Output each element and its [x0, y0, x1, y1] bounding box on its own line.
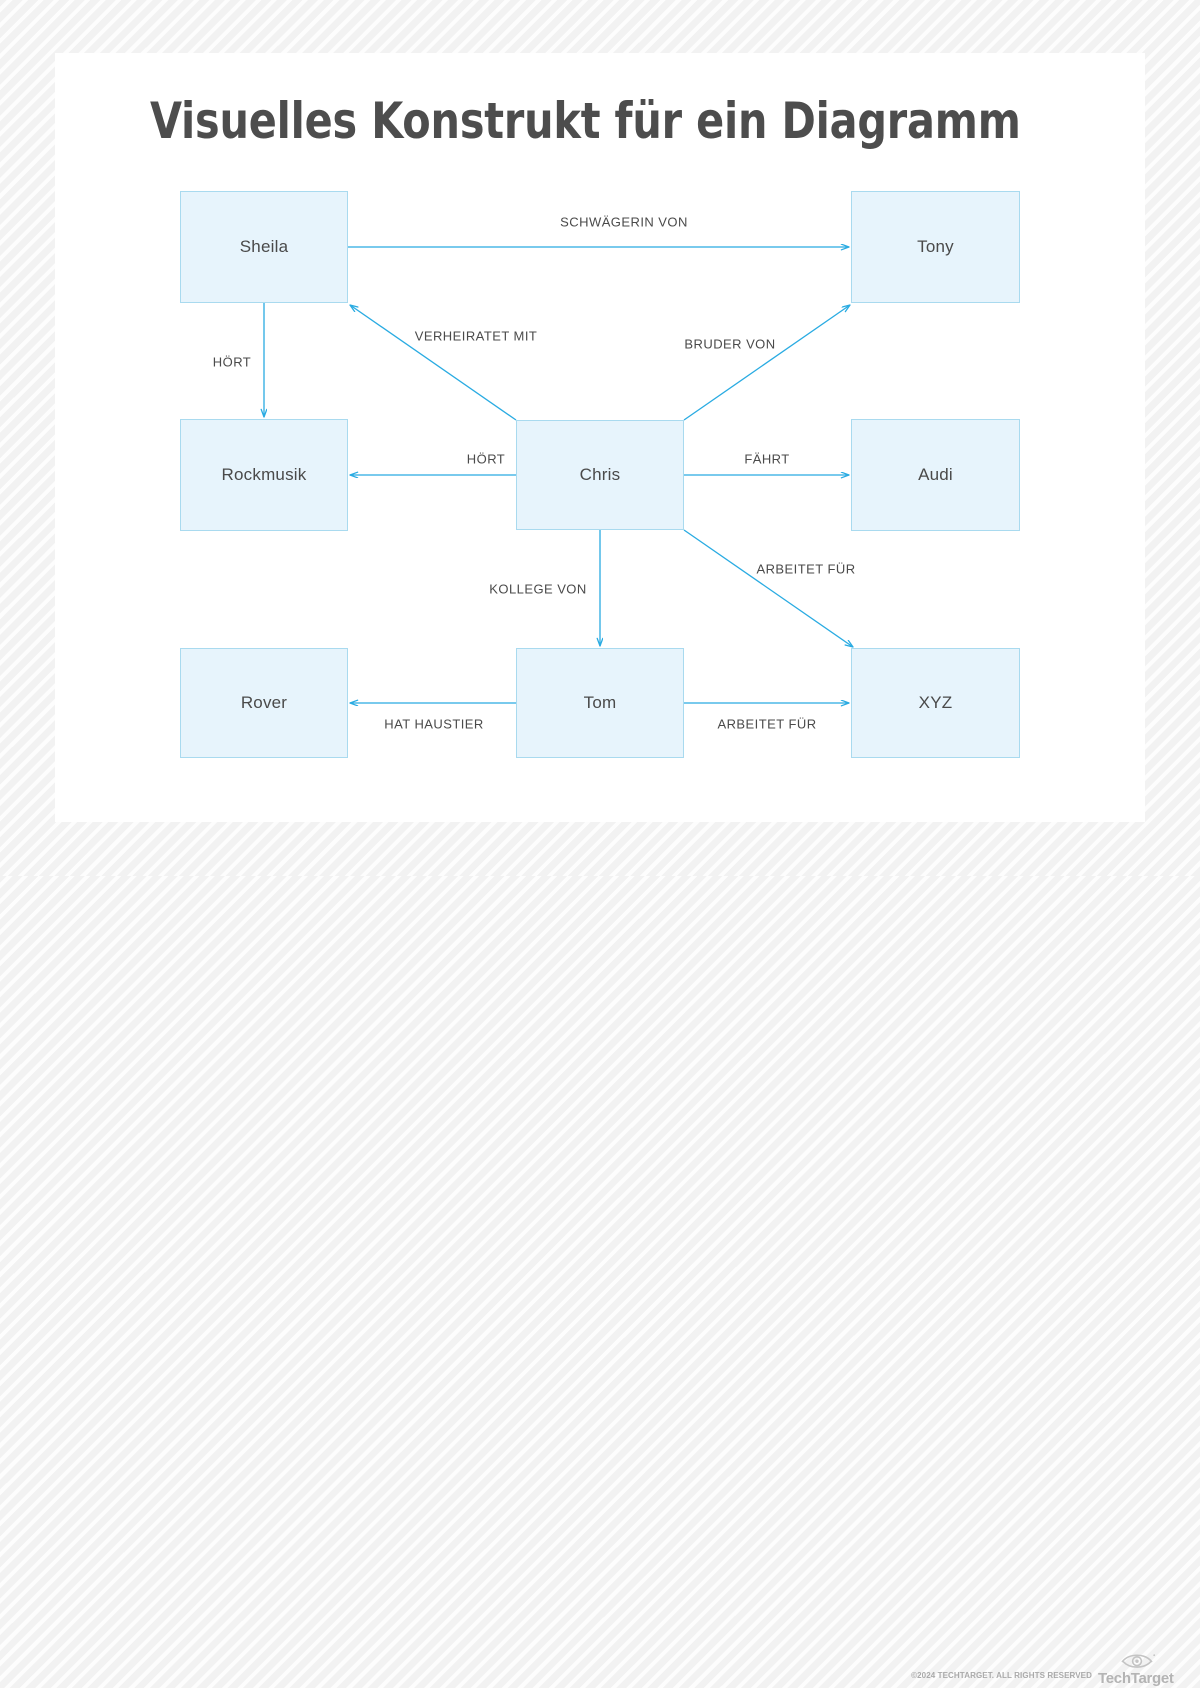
node-tony[interactable]: Tony	[851, 191, 1020, 303]
edge-label-sheila-rockmusik: HÖRT	[212, 354, 252, 370]
node-label: Rockmusik	[221, 465, 307, 484]
page-title: Visuelles Konstrukt für ein Diagramm	[150, 92, 1021, 150]
edge-label-chris-tom: KOLLEGE VON	[489, 581, 587, 597]
node-rockmusik[interactable]: Rockmusik	[180, 419, 348, 531]
edge-chris-xyz	[683, 529, 853, 647]
edge-label-chris-sheila: VERHEIRATET MIT	[414, 328, 538, 344]
edge-label-chris-rockmusik: HÖRT	[466, 451, 506, 467]
edge-label-tom-rover: HAT HAUSTIER	[384, 716, 484, 732]
node-label: Audi	[918, 465, 953, 484]
node-label: Tony	[917, 237, 954, 256]
diagram-canvas	[0, 0, 1200, 876]
node-xyz[interactable]: XYZ	[851, 648, 1020, 758]
node-label: XYZ	[918, 693, 953, 712]
edge-chris-sheila	[350, 305, 517, 421]
node-label: Chris	[579, 465, 621, 484]
node-label: Rover	[240, 693, 288, 712]
edge-chris-tony	[683, 305, 850, 421]
node-chris[interactable]: Chris	[516, 420, 684, 530]
footer: ©2024 TECHTARGET. ALL RIGHTS RESERVED Te…	[0, 822, 1200, 1687]
edge-lines	[264, 247, 853, 703]
techtarget-logo: TechTarget	[1098, 1654, 1174, 1688]
node-audi[interactable]: Audi	[851, 419, 1020, 531]
node-sheila[interactable]: Sheila	[180, 191, 348, 303]
node-rover[interactable]: Rover	[180, 648, 348, 758]
node-tom[interactable]: Tom	[516, 648, 684, 758]
edge-label-sheila-tony: SCHWÄGERIN VON	[560, 214, 688, 230]
edge-label-chris-audi: FÄHRT	[744, 451, 790, 467]
edge-label-chris-tony: BRUDER VON	[684, 336, 776, 352]
copyright-text: ©2024 TECHTARGET. ALL RIGHTS RESERVED	[911, 1671, 1092, 1680]
edge-label-chris-xyz: ARBEITET FÜR	[756, 561, 856, 577]
node-label: Sheila	[239, 237, 289, 256]
techtarget-wordmark: TechTarget	[1098, 1670, 1174, 1687]
edge-label-tom-xyz: ARBEITET FÜR	[717, 716, 817, 732]
eye-icon	[1121, 1654, 1156, 1668]
node-label: Tom	[583, 693, 617, 712]
